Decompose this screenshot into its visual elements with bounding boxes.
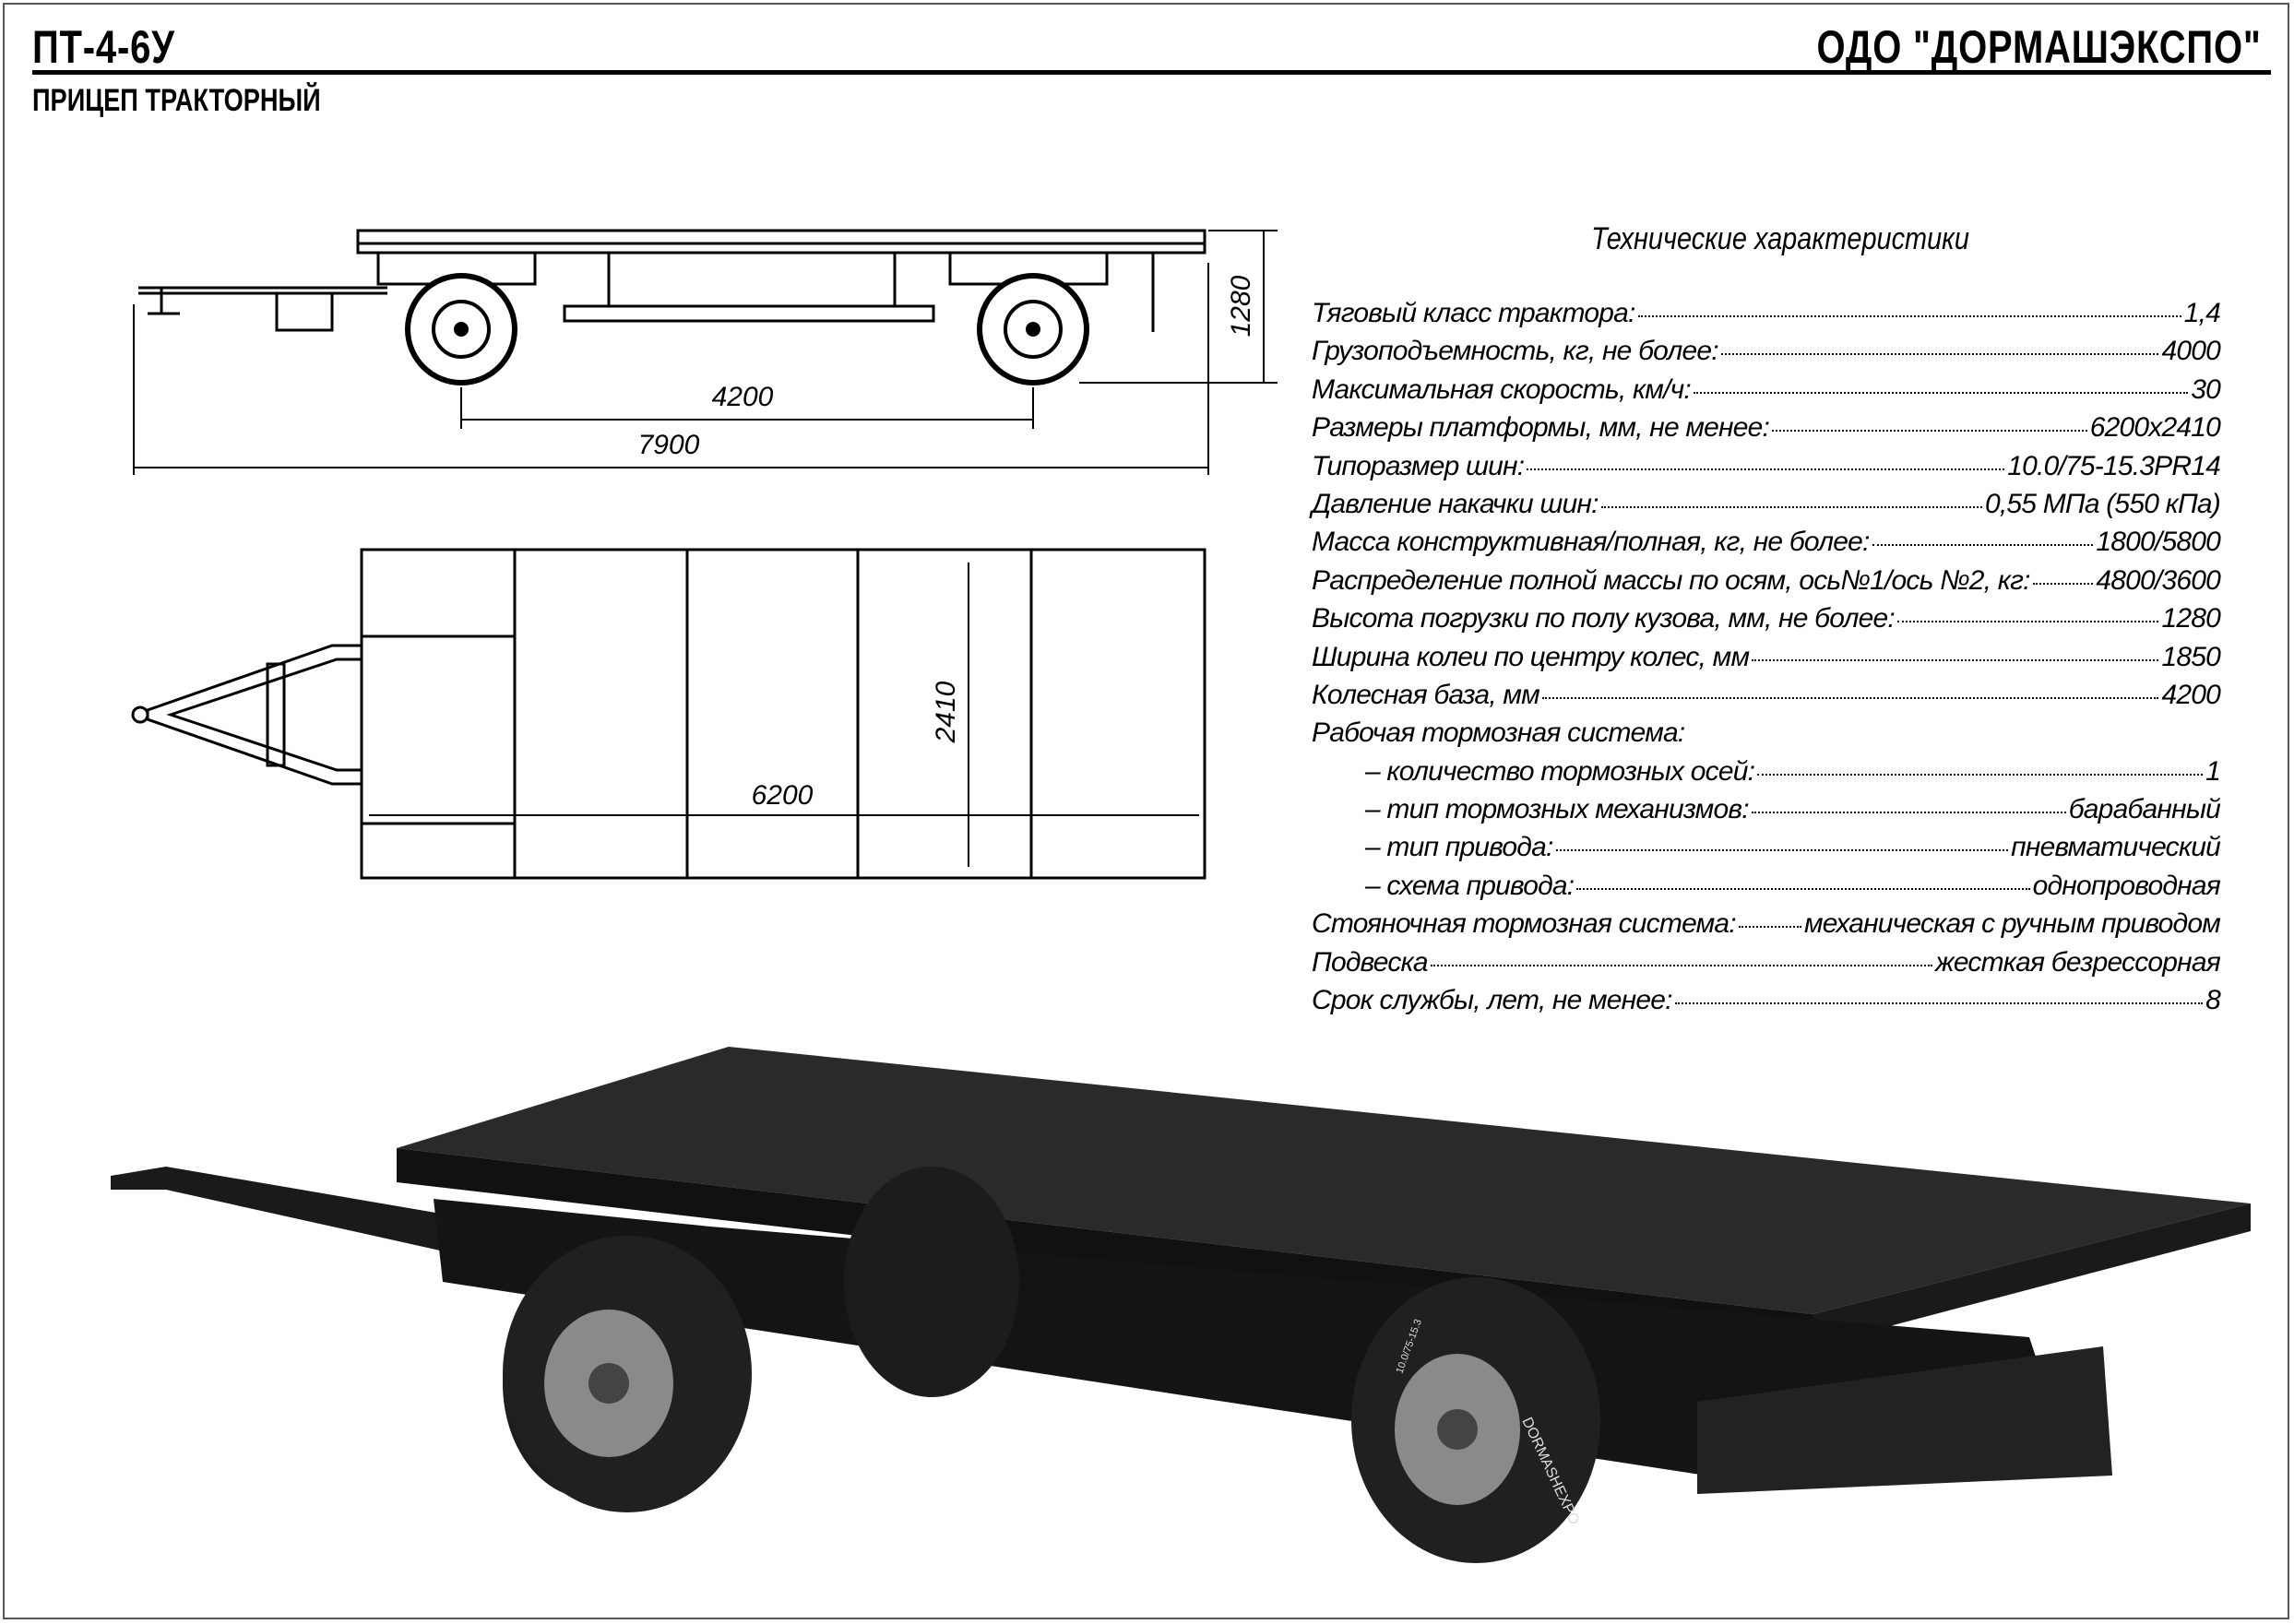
spec-leader <box>1555 849 2009 852</box>
side-view-drawing: 4200 7900 1280 <box>133 229 1278 475</box>
spec-row: Тяговый класс трактора: 1,4 <box>1312 298 2221 336</box>
spec-value: 1850 <box>2161 641 2220 672</box>
spec-row: Максимальная скорость, км/ч: 30 <box>1312 373 2221 412</box>
spec-label: Тяговый класс трактора: <box>1312 298 1635 328</box>
spec-row: – тип привода: пневматический <box>1312 832 2221 870</box>
spec-value: 4000 <box>2161 336 2220 367</box>
spec-leader <box>1896 621 2159 623</box>
spec-row: Высота погрузки по полу кузова, мм, не б… <box>1312 603 2221 641</box>
spec-row: – схема привода: однопроводная <box>1312 870 2221 908</box>
spec-label: Максимальная скорость, км/ч: <box>1312 373 1692 405</box>
spec-leader <box>1430 964 1933 966</box>
spec-value: 1,4 <box>2183 298 2221 328</box>
spec-label: Колесная база, мм <box>1312 679 1540 710</box>
spec-label: – количество тормозных осей: <box>1365 755 1755 787</box>
side-view-wheel-rear <box>977 273 1089 385</box>
spec-value: 0,55 МПа (550 кПа) <box>1984 488 2221 519</box>
spec-leader <box>1637 315 2181 317</box>
spec-label: Срок службы, лет, не менее: <box>1312 985 1673 1016</box>
spec-leader <box>2032 582 2094 585</box>
spec-row: – тип тормозных механизмов: барабанный <box>1312 794 2221 832</box>
product-subtitle: ПРИЦЕП ТРАКТОРНЫЙ <box>32 83 321 118</box>
spec-leader <box>1600 505 1982 508</box>
spec-label: Подвеска <box>1312 946 1429 978</box>
spec-value: 1280 <box>2161 603 2220 634</box>
spec-leader <box>1576 887 2030 890</box>
spec-value: 8 <box>2205 985 2221 1016</box>
spec-value: жесткая безрессорная <box>1935 946 2221 978</box>
spec-leader <box>1772 430 2087 433</box>
spec-row: Стояночная тормозная система: механическа… <box>1312 908 2221 946</box>
dim-wheelbase: 4200 <box>712 382 774 412</box>
wheel-front-right <box>503 1236 752 1512</box>
spec-row: Распределение полной массы по осям, ось№… <box>1312 564 2221 603</box>
spec-value: 30 <box>2191 373 2221 405</box>
spec-row: Ширина колеи по центру колес, мм 1850 <box>1312 641 2221 680</box>
spec-row: Размеры платформы, мм, не менее: 6200x241… <box>1312 412 2221 450</box>
spec-label: Стояночная тормозная система: <box>1312 908 1737 940</box>
spec-label: – схема привода: <box>1365 870 1575 901</box>
spec-row: Срок службы, лет, не менее: 8 <box>1312 985 2221 1023</box>
spec-leader <box>1527 468 2005 470</box>
dim-overall-length: 7900 <box>638 430 700 460</box>
spec-value: однопроводная <box>2032 870 2221 901</box>
side-view-wheel-front <box>405 273 517 385</box>
spec-leader <box>1738 926 1801 929</box>
spec-label: Давление накачки шин: <box>1312 488 1599 519</box>
spec-leader <box>1693 391 2189 394</box>
spec-value: 6200x2410 <box>2089 412 2221 444</box>
spec-leader <box>1720 353 2159 356</box>
company-name: ОДО "ДОРМАШЭКСПО" <box>1816 21 2262 73</box>
spec-row: Подвеска жесткая безрессорная <box>1312 946 2221 985</box>
spec-row: – количество тормозных осей: 1 <box>1312 755 2221 794</box>
spec-leader <box>1757 773 2204 776</box>
spec-row: Грузоподъемность, кг, не более: 4000 <box>1312 336 2221 373</box>
spec-value: пневматический <box>2011 832 2221 863</box>
spec-row: Масса конструктивная/полная, кг, не боле… <box>1312 527 2221 564</box>
spec-value: 10.0/75-15.3PR14 <box>2007 450 2221 481</box>
dim-platform-length: 6200 <box>752 780 814 811</box>
spec-label: Высота погрузки по полу кузова, мм, не б… <box>1312 603 1896 634</box>
spec-value: 4200 <box>2161 679 2220 710</box>
spec-leader <box>1751 812 2066 814</box>
spec-row: Типоразмер шин: 10.0/75-15.3PR14 <box>1312 450 2221 489</box>
spec-value: 1 <box>2205 755 2221 787</box>
spec-label: Масса конструктивная/полная, кг, не боле… <box>1312 527 1870 558</box>
spec-label: Рабочая тормозная система: <box>1312 717 1685 749</box>
model-title: ПТ-4-6У <box>32 21 175 73</box>
spec-row: Колесная база, мм 4200 <box>1312 679 2221 717</box>
spec-row: Рабочая тормозная система: <box>1312 717 2220 755</box>
spec-row: Давление накачки шин: 0,55 МПа (550 кПа) <box>1312 488 2221 527</box>
spec-label: Размеры платформы, мм, не менее: <box>1312 412 1770 444</box>
spec-label: – тип привода: <box>1365 832 1553 863</box>
spec-label: Грузоподъемность, кг, не более: <box>1312 336 1719 367</box>
spec-label: Ширина колеи по центру колес, мм <box>1312 641 1750 672</box>
dim-platform-width: 2410 <box>931 681 961 743</box>
spec-value: механическая с ручным приводом <box>1804 908 2221 940</box>
spec-leader <box>1674 1002 2204 1005</box>
trailer-3d-render: DORMASHEXPO 10.0/75-15.3 <box>111 1047 2251 1563</box>
specs-title: Технические характеристики <box>1591 221 1969 256</box>
top-view-drawing: 6200 2410 <box>131 548 1206 880</box>
spec-value: 1800/5800 <box>2096 527 2220 558</box>
spec-leader <box>1752 658 2159 661</box>
drawing-frame <box>3 3 2289 1619</box>
spec-label: Распределение полной массы по осям, ось№… <box>1312 564 2030 596</box>
platform-deck <box>397 1047 2251 1314</box>
spec-leader <box>1541 696 2159 699</box>
header-rule <box>32 70 2271 75</box>
drawbar <box>111 1167 517 1263</box>
dim-height: 1280 <box>1226 275 1256 337</box>
wheel-rear: DORMASHEXPO 10.0/75-15.3 <box>1351 1277 1600 1563</box>
spec-value: барабанный <box>2068 794 2221 825</box>
spec-value: 4800/3600 <box>2096 564 2220 596</box>
spec-label: – тип тормозных механизмов: <box>1365 794 1750 825</box>
spec-leader <box>1872 544 2094 547</box>
spec-label: Типоразмер шин: <box>1312 450 1525 481</box>
